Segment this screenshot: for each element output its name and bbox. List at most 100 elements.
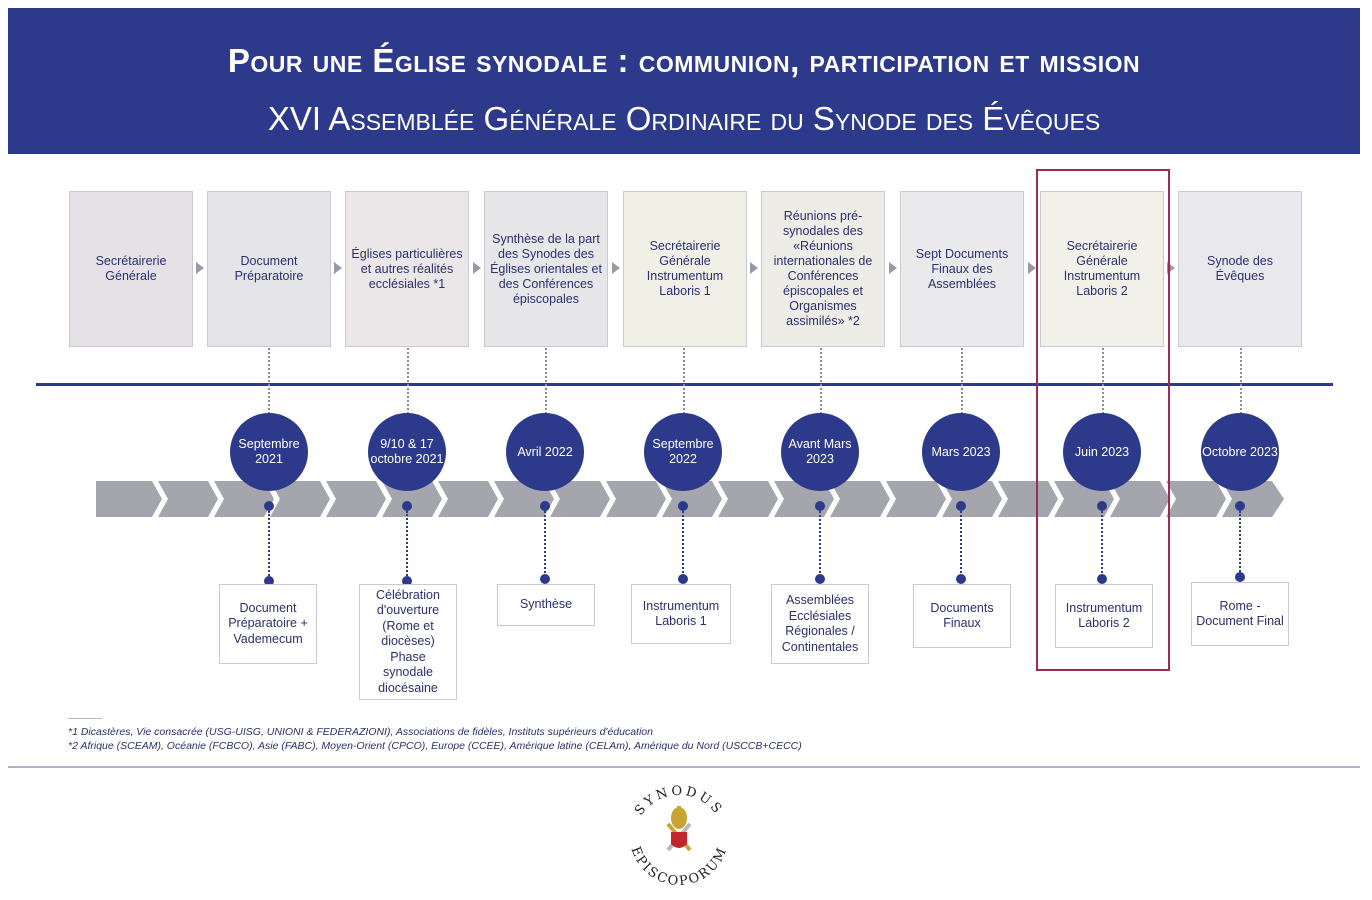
- milestone-date-circle: Septembre 2022: [644, 413, 722, 491]
- connector-dot: [956, 574, 966, 584]
- step-arrow-icon: [612, 262, 620, 274]
- connector-dot: [540, 574, 550, 584]
- step-label: Secrétairerie Générale: [95, 254, 167, 283]
- connector-dot: [1097, 501, 1107, 511]
- milestone-date: Mars 2023: [931, 444, 991, 459]
- connector-dot: [264, 501, 274, 511]
- connector-line: [545, 348, 547, 414]
- connector-dot: [1235, 572, 1245, 582]
- connector-line: [683, 348, 685, 414]
- output-box: Document Préparatoire + Vademecum: [219, 584, 317, 664]
- connector-dot: [678, 501, 688, 511]
- output-box: Rome - Document Final: [1191, 582, 1289, 646]
- step-arrow-icon: [1167, 262, 1175, 274]
- logo-bottom-text: EPISCOPORUM: [628, 844, 729, 889]
- connector-line: [820, 348, 822, 414]
- output-box: Instrumentum Laboris 1: [631, 584, 731, 644]
- step-label: Synode des Évêques: [1206, 254, 1274, 283]
- output-box: Synthèse: [497, 584, 595, 626]
- connector-dot: [1097, 574, 1107, 584]
- output-label: Rome - Document Final: [1196, 598, 1284, 629]
- milestone-date: Octobre 2023: [1202, 444, 1278, 459]
- step-arrow-icon: [750, 262, 758, 274]
- connector-line: [1239, 511, 1241, 575]
- connector-dot: [815, 574, 825, 584]
- connector-line: [407, 348, 409, 414]
- output-box: Documents Finaux: [913, 584, 1011, 648]
- connector-dot: [402, 576, 412, 586]
- connector-dot: [264, 576, 274, 586]
- connector-line: [406, 511, 408, 579]
- highlight-frame: [1036, 169, 1170, 671]
- step-card-7: Sept Documents Finaux des Assemblées: [900, 191, 1024, 347]
- step-card-1: Secrétairerie Générale: [69, 191, 193, 347]
- milestone-date: Avril 2022: [517, 444, 573, 459]
- step-card-6: Réunions pré-synodales des «Réunions int…: [761, 191, 885, 347]
- connector-dot: [402, 501, 412, 511]
- step-card-9: Synode des Évêques: [1178, 191, 1302, 347]
- connector-line: [819, 511, 821, 577]
- step-label: Églises particulières et autres réalités…: [351, 246, 463, 291]
- connector-dot: [1235, 501, 1245, 511]
- connector-line: [1102, 348, 1104, 414]
- connector-line: [1240, 348, 1242, 414]
- milestone-date-circle: Juin 2023: [1063, 413, 1141, 491]
- output-label: Documents Finaux: [930, 600, 994, 631]
- step-arrow-icon: [473, 262, 481, 274]
- connector-line: [268, 348, 270, 414]
- step-card-2: Document Préparatoire: [207, 191, 331, 347]
- milestone-date-circle: 9/10 & 17 octobre 2021: [368, 413, 446, 491]
- milestone-date: Septembre 2021: [238, 437, 300, 466]
- step-label: Réunions pré-synodales des «Réunions int…: [773, 209, 873, 328]
- output-label: Instrumentum Laboris 2: [1065, 600, 1143, 631]
- connector-line: [960, 511, 962, 577]
- step-arrow-icon: [334, 262, 342, 274]
- step-arrow-icon: [889, 262, 897, 274]
- step-label: Synthèse de la part des Synodes des Égli…: [490, 231, 602, 306]
- connector-dot: [815, 501, 825, 511]
- connector-line: [544, 511, 546, 577]
- page-subtitle: XVI Assemblée Générale Ordinaire du Syno…: [267, 100, 1101, 137]
- milestone-date-circle: Octobre 2023: [1201, 413, 1279, 491]
- step-label: Sept Documents Finaux des Assemblées: [915, 246, 1009, 291]
- connector-line: [961, 348, 963, 414]
- step-arrow-icon: [196, 262, 204, 274]
- milestone-date: Avant Mars 2023: [788, 437, 852, 466]
- step-card-8: Secrétairerie Générale Instrumentum Labo…: [1040, 191, 1164, 347]
- output-box: Célébration d'ouverture (Rome et diocèse…: [359, 584, 457, 700]
- connector-dot: [678, 574, 688, 584]
- step-label: Secrétairerie Générale Instrumentum Labo…: [646, 239, 724, 298]
- milestone-date-circle: Mars 2023: [922, 413, 1000, 491]
- footnote-rule: [68, 718, 102, 719]
- synodus-episcoporum-logo: SYNODUS EPISCOPORUM: [628, 784, 731, 889]
- footnote-2: *2 Afrique (SCEAM), Océanie (FCBCO), Asi…: [68, 740, 802, 752]
- connector-line: [1101, 511, 1103, 577]
- output-box: Assemblées Ecclésiales Régionales / Cont…: [771, 584, 869, 664]
- milestone-date: Septembre 2022: [652, 437, 714, 466]
- milestone-date: 9/10 & 17 octobre 2021: [370, 437, 444, 466]
- header-banner: Pour une Église synodale : communion, pa…: [8, 8, 1360, 154]
- papal-emblem-icon: [666, 806, 692, 852]
- step-label: Secrétairerie Générale Instrumentum Labo…: [1063, 239, 1141, 298]
- connector-dot: [540, 501, 550, 511]
- step-card-4: Synthèse de la part des Synodes des Égli…: [484, 191, 608, 347]
- step-card-3: Églises particulières et autres réalités…: [345, 191, 469, 347]
- step-card-5: Secrétairerie Générale Instrumentum Labo…: [623, 191, 747, 347]
- footer-divider: [8, 766, 1360, 768]
- output-box: Instrumentum Laboris 2: [1055, 584, 1153, 648]
- milestone-date-circle: Septembre 2021: [230, 413, 308, 491]
- milestone-date-circle: Avant Mars 2023: [781, 413, 859, 491]
- connector-dot: [956, 501, 966, 511]
- output-label: Célébration d'ouverture (Rome et diocèse…: [376, 587, 440, 695]
- output-label: Instrumentum Laboris 1: [642, 598, 720, 629]
- step-label: Document Préparatoire: [234, 254, 304, 283]
- output-label: Assemblées Ecclésiales Régionales / Cont…: [781, 593, 859, 654]
- output-label: Synthèse: [519, 597, 573, 612]
- connector-line: [682, 511, 684, 577]
- output-label: Document Préparatoire + Vademecum: [228, 600, 308, 646]
- svg-text:EPISCOPORUM: EPISCOPORUM: [628, 844, 731, 889]
- connector-line: [268, 511, 270, 579]
- milestone-date: Juin 2023: [1074, 444, 1130, 459]
- milestone-date-circle: Avril 2022: [506, 413, 584, 491]
- step-arrow-icon: [1028, 262, 1036, 274]
